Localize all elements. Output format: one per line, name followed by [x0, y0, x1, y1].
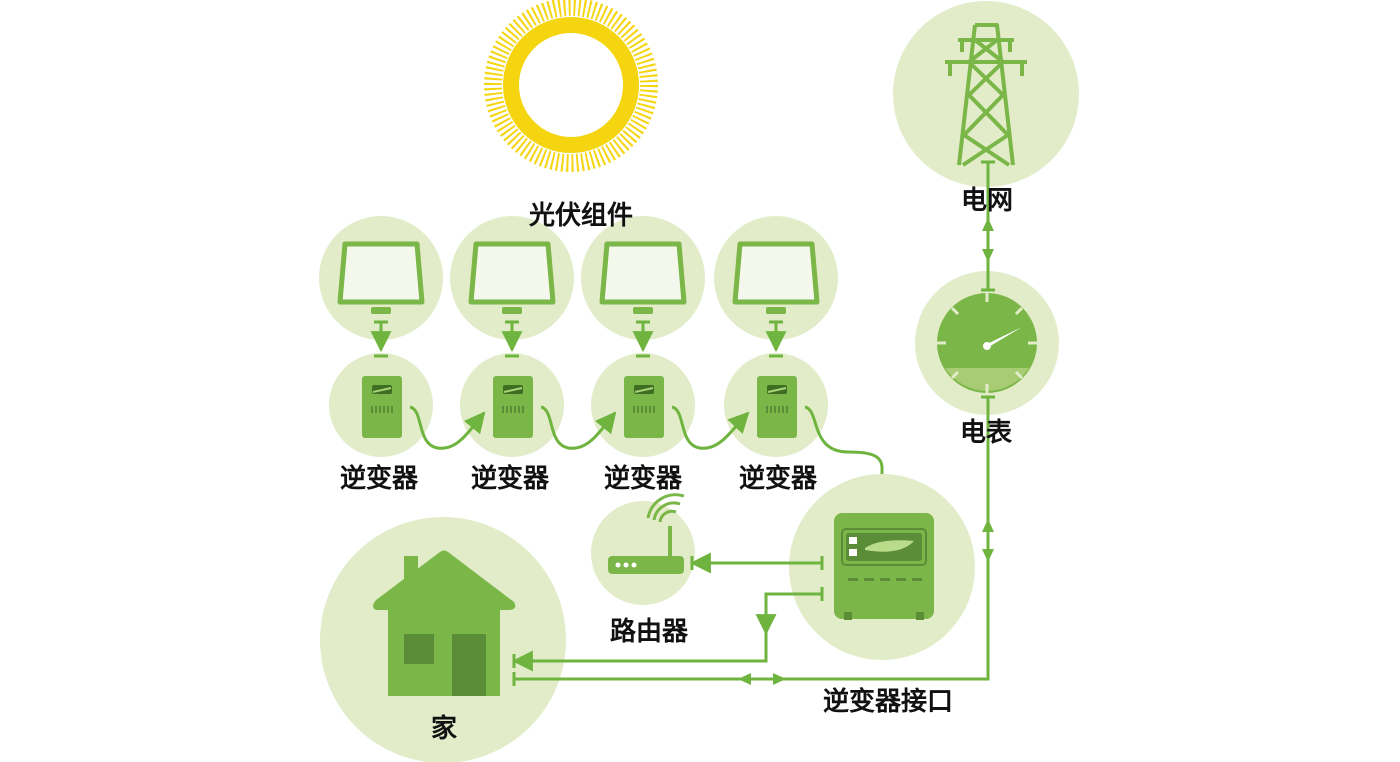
bidirectional-arrowheads [738, 218, 994, 685]
microinverter-label: 逆变器 [738, 464, 818, 494]
microinverter-icon [493, 376, 533, 438]
grid-circle [893, 1, 1079, 187]
home-label: 家 [430, 714, 458, 744]
microinverter-icon [624, 376, 664, 438]
meter-icon [937, 293, 1037, 393]
inverter-chain-links [409, 405, 889, 504]
microinverter-icon [757, 376, 797, 438]
solar-panel-icon [337, 241, 425, 314]
microinverter-icon [362, 376, 402, 438]
solar-panel-icon [468, 241, 556, 314]
solar-panel-icon [732, 241, 820, 314]
system-links [511, 160, 995, 686]
grid-label: 电网 [960, 186, 1014, 216]
solar-panel-icon [599, 241, 687, 314]
microinverter-label: 逆变器 [603, 464, 683, 494]
inverter-circles [329, 353, 828, 457]
gateway-icon [834, 513, 934, 620]
router-label: 路由器 [609, 617, 689, 647]
router-icon [608, 493, 685, 574]
microinverter-label: 逆变器 [339, 464, 419, 494]
microinverter-label: 逆变器 [470, 464, 550, 494]
inverter-interface-label: 逆变器接口 [822, 687, 954, 717]
meter-label: 电表 [959, 418, 1013, 448]
house-icon [373, 550, 516, 696]
panel-to-inverter-links [370, 320, 787, 358]
sun-icon [484, 0, 658, 172]
transmission-tower-icon [945, 23, 1027, 167]
pv-modules-label: 光伏组件 [528, 201, 634, 231]
router-circle [591, 501, 695, 605]
